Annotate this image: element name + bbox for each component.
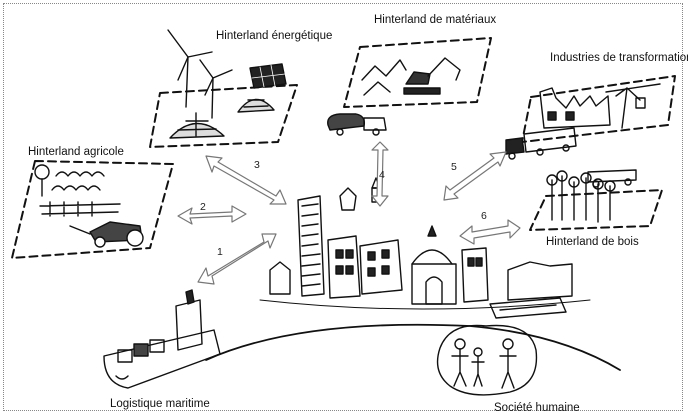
society-drawing: [436, 324, 538, 396]
arrow-number-3: 3: [254, 159, 260, 171]
label-hinterland-agricole: Hinterland agricole: [28, 146, 124, 158]
wood-hinterland-drawing: [529, 169, 663, 231]
materials-hinterland-drawing: [343, 37, 492, 108]
agricultural-hinterland-drawing: [11, 160, 174, 259]
label-industries-transformation: Industries de transformation: [550, 52, 688, 64]
arrow-3: [205, 155, 287, 205]
city-drawing: [259, 177, 591, 319]
arrow-4: [371, 141, 389, 207]
arrow-number-6: 6: [481, 210, 487, 222]
ship-drawing: [103, 289, 621, 389]
industries-drawing: [521, 75, 676, 143]
label-hinterland-energetique: Hinterland énergétique: [216, 30, 333, 42]
arrow-number-2: 2: [200, 201, 206, 213]
arrow-number-4: 4: [379, 169, 385, 181]
arrow-number-1: 1: [217, 246, 223, 258]
trucks-drawing: [327, 113, 577, 160]
arrow-2: [177, 205, 247, 225]
arrow-number-5: 5: [451, 161, 457, 173]
label-societe-humaine: Société humaine: [494, 402, 580, 414]
label-hinterland-materiaux: Hinterland de matériaux: [374, 14, 497, 26]
energy-hinterland-drawing: [149, 29, 298, 148]
label-hinterland-bois: Hinterland de bois: [546, 236, 639, 248]
dotted-frame: [3, 3, 683, 411]
arrow-5: [443, 151, 507, 201]
arrow-6: [459, 219, 521, 245]
arrow-1: [197, 233, 277, 285]
label-logistique-maritime: Logistique maritime: [110, 398, 210, 410]
